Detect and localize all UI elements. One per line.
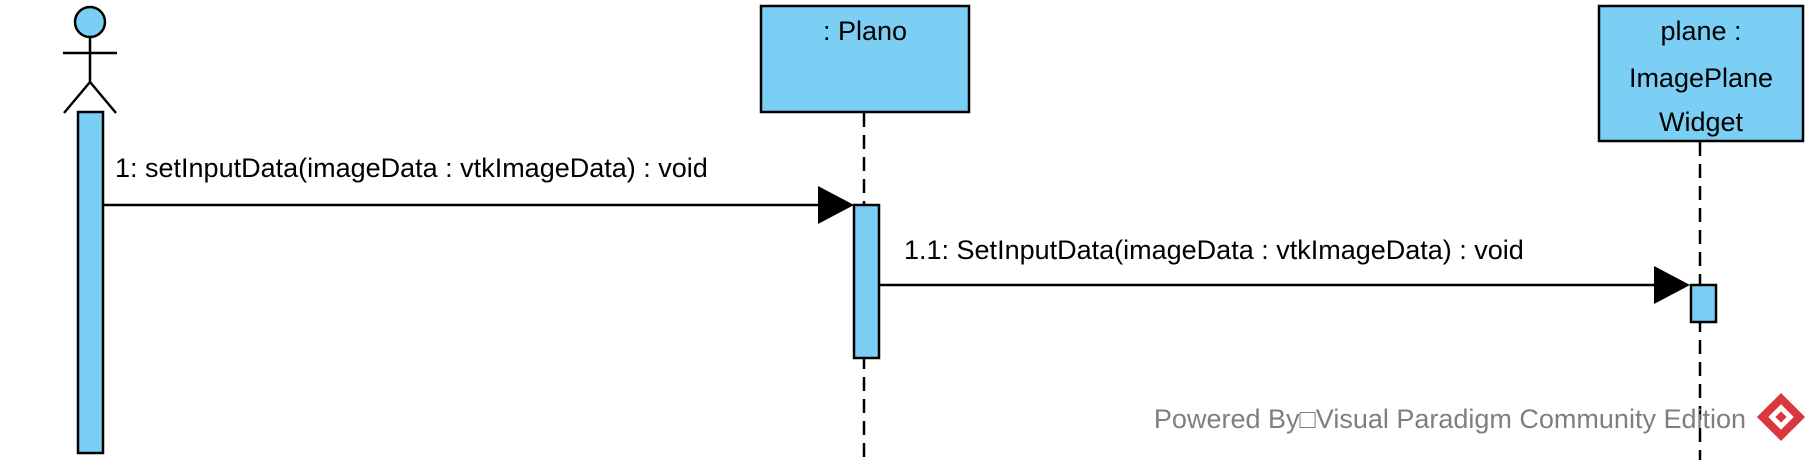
lifeline-plane-label-line-2: ImagePlane <box>1629 63 1773 93</box>
actor-head <box>73 5 107 39</box>
lifeline-plano-header-box[interactable] <box>759 4 971 114</box>
watermark-text: Powered By□Visual Paradigm Community Edi… <box>1154 404 1746 434</box>
message-1-arrowhead <box>818 186 854 224</box>
lifeline-plano-activation-bar <box>852 203 881 360</box>
message-1-label: 1: setInputData(imageData : vtkImageData… <box>115 153 708 183</box>
lifeline-plano: : Plano <box>759 4 971 460</box>
lifeline-plane-activation-bar <box>1689 283 1718 324</box>
watermark: Powered By□Visual Paradigm Community Edi… <box>1154 392 1806 442</box>
message-1-1-arrowhead <box>1654 266 1690 304</box>
actor-right-leg <box>89 81 117 114</box>
message-1-1[interactable]: 1.1: SetInputData(imageData : vtkImageDa… <box>880 235 1690 304</box>
lifeline-plane-header-box[interactable] <box>1597 4 1805 143</box>
lifeline-plane-label-line-1: plane : <box>1660 16 1741 46</box>
lifeline-plane-label-line-3: Widget <box>1659 107 1744 137</box>
actor-left-leg <box>63 81 91 114</box>
message-1-1-label: 1.1: SetInputData(imageData : vtkImageDa… <box>904 235 1524 265</box>
actor <box>63 5 117 455</box>
actor-activation-bar <box>76 110 105 455</box>
lifeline-plano-label: : Plano <box>823 16 907 46</box>
lifeline-plane: plane : ImagePlane Widget <box>1597 4 1805 460</box>
visual-paradigm-logo-icon <box>1756 392 1806 442</box>
message-1[interactable]: 1: setInputData(imageData : vtkImageData… <box>104 153 854 224</box>
